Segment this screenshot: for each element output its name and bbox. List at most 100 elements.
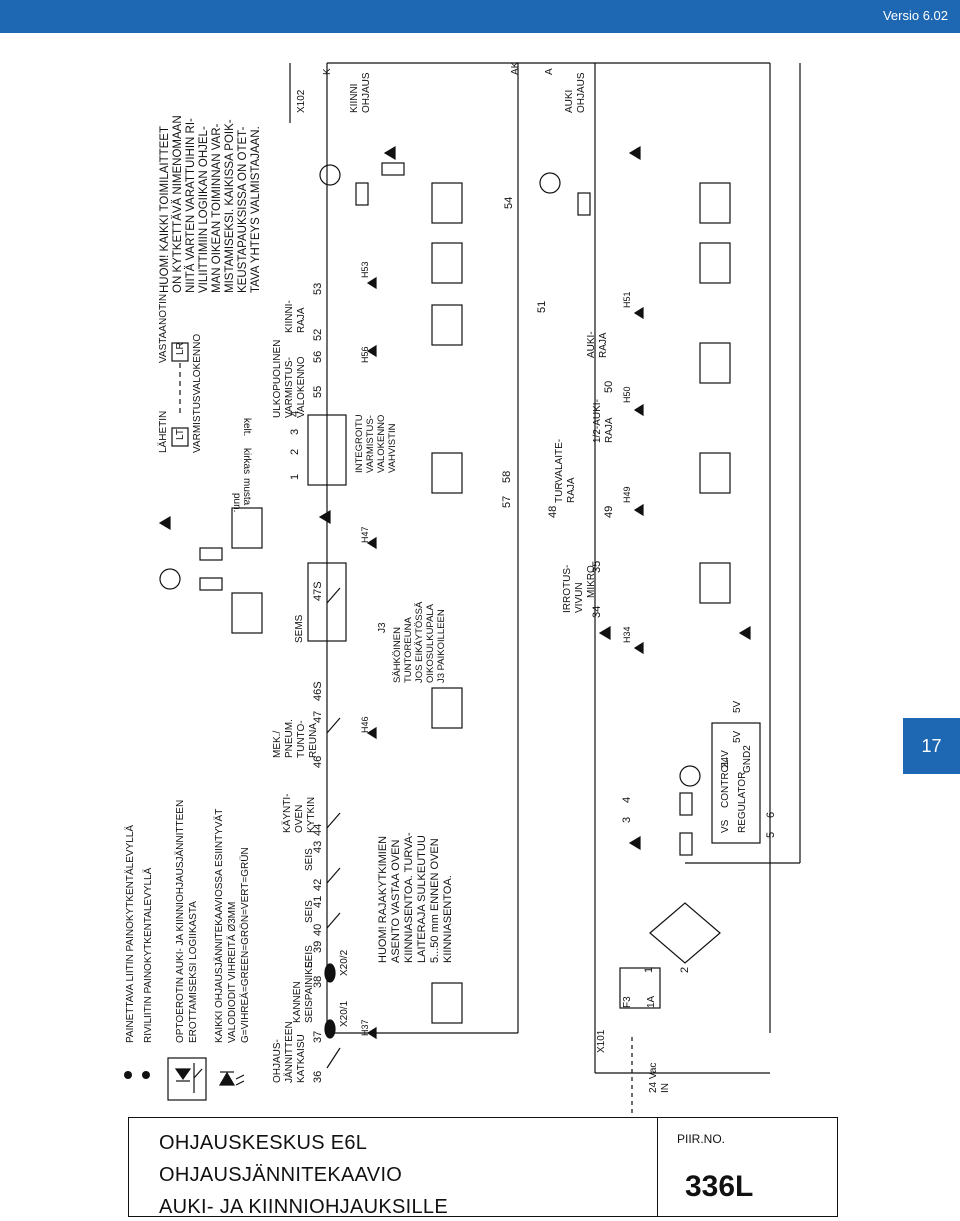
ohjausj-3: KATKAISU	[296, 1034, 307, 1083]
ulko-3: VALOKENNO	[296, 356, 307, 418]
kirkas-label: kirkas	[241, 448, 252, 474]
mek-4: REUNA	[308, 723, 319, 758]
drawing-number: 336L	[685, 1170, 754, 1203]
optocouplers	[231, 182, 731, 1024]
vastaanotin-label: VASTAANOTIN	[158, 294, 169, 363]
legend-led-3: G=VIHREÄ=GREEN=GRÖN=VERT=GRÜN	[239, 847, 251, 1043]
right-wiring	[594, 63, 801, 864]
bterm-58: 58	[501, 471, 513, 483]
bterm-34: 34	[591, 606, 603, 618]
terminal-4: 4	[289, 411, 301, 417]
bterm-51: 51	[536, 301, 548, 313]
x102-label: X102	[296, 89, 307, 113]
title-line-2: OHJAUSJÄNNITEKAAVIO	[159, 1164, 403, 1186]
irrotus-2: VIVUN	[574, 582, 585, 613]
note-right-line-6: MISTAMISEKSI. KAIKISSA POIK-	[224, 119, 236, 293]
note-middle-6: KIINNIASENTOA.	[442, 875, 454, 963]
legend: PAINETTAVA LIITIN PAINOKYTKENTÄLEVYLLÄ R…	[124, 800, 251, 1079]
bridge-rectifier	[649, 902, 721, 964]
sems-note-4: OIKOSULKUPALA	[425, 603, 436, 683]
terminal-46: 46	[312, 756, 324, 768]
lahetin-label: LÄHETIN	[157, 411, 169, 453]
kelt-label: kelt.	[241, 418, 252, 436]
terminal-1: 1	[289, 474, 301, 480]
terminal-37: 37	[312, 1031, 324, 1043]
resistors	[199, 162, 693, 856]
integr-note-1: INTEGROITU	[354, 414, 365, 473]
note-right-line-8: TAVA YHTEYS VALMISTAJAAN.	[250, 126, 262, 293]
mek-2: PNEUM.	[284, 719, 295, 758]
terminal-numbers-bottom: 1 2 3 4 5 6 34 35 48 49 50 51 57 58	[501, 301, 777, 973]
kaynti-2: OVEN	[294, 805, 305, 833]
photocell-section: LÄHETIN VASTAANOTIN LT LR VARMISTUSVALOK…	[157, 294, 252, 513]
terminal-44: 44	[312, 824, 324, 836]
mek-1: MEK./	[272, 731, 283, 758]
terminal-3: 3	[289, 429, 301, 435]
supply-in-label: IN	[660, 1083, 671, 1093]
j3-label: J3	[377, 622, 388, 633]
lr-label: LR	[175, 342, 186, 355]
note-right-line-5: MAN OIKEAN TOIMINNAN VAR-	[211, 124, 223, 293]
led-h47-label: H47	[360, 526, 370, 543]
note-right-line-7: KEUSTAPAUKSISSA ON OTET-	[237, 126, 249, 293]
bterm-2: 2	[679, 967, 691, 973]
irrotus-3: MIKRO	[586, 565, 597, 598]
bterm-48: 48	[547, 506, 559, 518]
legend-opto-1: OPTOEROTIN AUKI- JA KIINNIOHJAUSJÄNNITTE…	[174, 800, 186, 1043]
wiring-diagram: PAINETTAVA LIITIN PAINOKYTKENTÄLEVYLLÄ R…	[124, 61, 801, 1113]
led-symbols	[366, 276, 644, 1040]
aukiraja-1: AUKI-	[586, 331, 597, 358]
terminal-47: 47	[312, 711, 324, 723]
bterm-3: 3	[621, 817, 633, 823]
integr-note-2: VARMISTUS-	[365, 415, 376, 473]
reg-24v: 24V	[720, 750, 731, 768]
note-middle-3: KIINNIASENTOA. TURVA-	[403, 832, 415, 963]
mek-3: TUNTO-	[296, 720, 307, 758]
reg-5v-out: 5V	[732, 700, 743, 713]
puoli-1: 1/2-AUKI-	[592, 399, 603, 443]
group-labels-bottom: IRROTUS- VIVUN MIKRO TURVALAITE- RAJA 1/…	[554, 331, 615, 613]
kiinniraja-1: KIINNI-	[284, 300, 295, 333]
terminal-2: 2	[289, 449, 301, 455]
terminal-47s: 47S	[312, 581, 324, 601]
bterm-1: 1	[643, 967, 655, 973]
terminal-40: 40	[312, 924, 324, 936]
legend-terminal-board: PAINETTAVA LIITIN PAINOKYTKENTÄLEVYLLÄ	[124, 825, 136, 1043]
kiinni-ohjaus-2: OHJAUS	[361, 72, 372, 113]
bterm-57: 57	[501, 496, 513, 508]
legend-opto-symbol	[167, 1057, 207, 1101]
legend-led-2: VALODIODIT VIHREITÄ Ø3MM	[226, 902, 238, 1043]
sems-note-3: JOS EIKÄYTÖSSÄ	[414, 601, 425, 683]
reg-name: REGULATOR	[737, 772, 748, 833]
solder-terminal-symbol	[142, 1071, 150, 1079]
turva-2: RAJA	[566, 477, 577, 503]
title-line-3: AUKI- JA KIINNIOHJAUKSILLE	[159, 1196, 448, 1218]
led-h37-label: H37	[360, 1019, 370, 1036]
note-right-line-2: ON KYTKETTÄVÄ NIMENOMAAN	[172, 115, 184, 293]
sems-note-5: J3 PAIKOILLEEN	[436, 609, 447, 683]
terminal-46s: 46S	[312, 681, 324, 701]
note-middle: HUOM! RAJAKYTKIMIEN ASENTO VASTAA OVEN K…	[377, 832, 454, 963]
ulko-1: ULKOPUOLINEN	[272, 340, 283, 418]
lt-label: LT	[175, 429, 186, 440]
x101-label: X101	[596, 1029, 607, 1053]
fuse-box	[619, 967, 661, 1009]
reg-5v: 5V	[732, 730, 743, 743]
led-labels: H37 H46 H47 H56 H53 H34 H49 H50 H51	[360, 261, 632, 1036]
terminal-54: 54	[503, 197, 515, 209]
contacts-top	[326, 717, 341, 1069]
x20-2-label: X20/2	[339, 949, 350, 976]
kannen-1: KANNEN	[292, 981, 303, 1023]
bterm-4: 4	[621, 797, 633, 803]
seis-2: SEIS	[304, 900, 315, 923]
kannen-2: SEISPAINIKE	[304, 961, 315, 1023]
legend-terminal-solder: RIVILIITIN PAINOKYTKENTALEVYLLÄ	[142, 867, 154, 1043]
note-right-block: HUOM! KAIKKI TOIMILAITTEET ON KYTKETTÄVÄ…	[159, 115, 262, 293]
transistor-group-top	[159, 164, 701, 787]
title-line-1: OHJAUSKESKUS E6L	[159, 1132, 368, 1154]
drawing-number-label: PIIR.NO.	[677, 1132, 726, 1146]
a-label: A	[544, 68, 555, 75]
page-number-tab: 17	[903, 718, 960, 774]
terminal-42: 42	[312, 879, 324, 891]
led-h53-label: H53	[360, 261, 370, 278]
